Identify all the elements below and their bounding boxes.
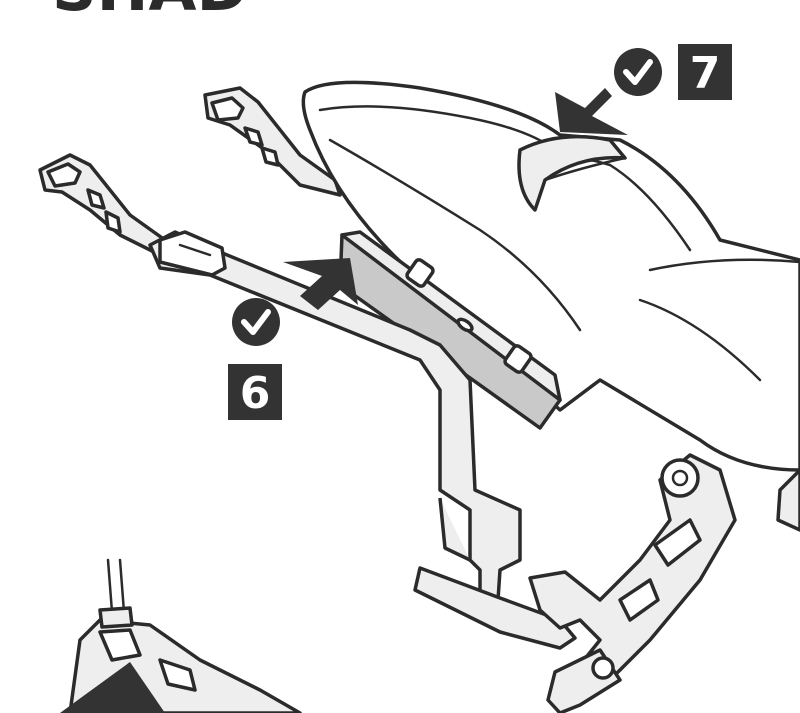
tail-collar [517, 134, 627, 212]
brand-wordmark: SHAD [52, 0, 248, 25]
step-7-indicator: 7 [614, 44, 732, 100]
side-frame-rail [148, 230, 577, 650]
upper-mounting-bracket [203, 86, 342, 197]
step-badge: 6 [228, 364, 282, 420]
footpeg-bracket [528, 453, 737, 713]
step-badge: 7 [678, 44, 732, 100]
check-icon [232, 298, 280, 346]
push-arrow-icon [283, 258, 358, 310]
mounting-plate [338, 230, 562, 430]
bottom-bracket [60, 558, 302, 713]
step-number: 6 [240, 368, 271, 419]
lower-mounting-bracket [38, 153, 167, 257]
passenger-peg-partial [776, 468, 800, 532]
push-arrow-icon [555, 88, 628, 135]
step-6-indicator: 6 [228, 298, 282, 420]
step-number: 7 [690, 48, 721, 99]
check-icon [614, 48, 662, 96]
